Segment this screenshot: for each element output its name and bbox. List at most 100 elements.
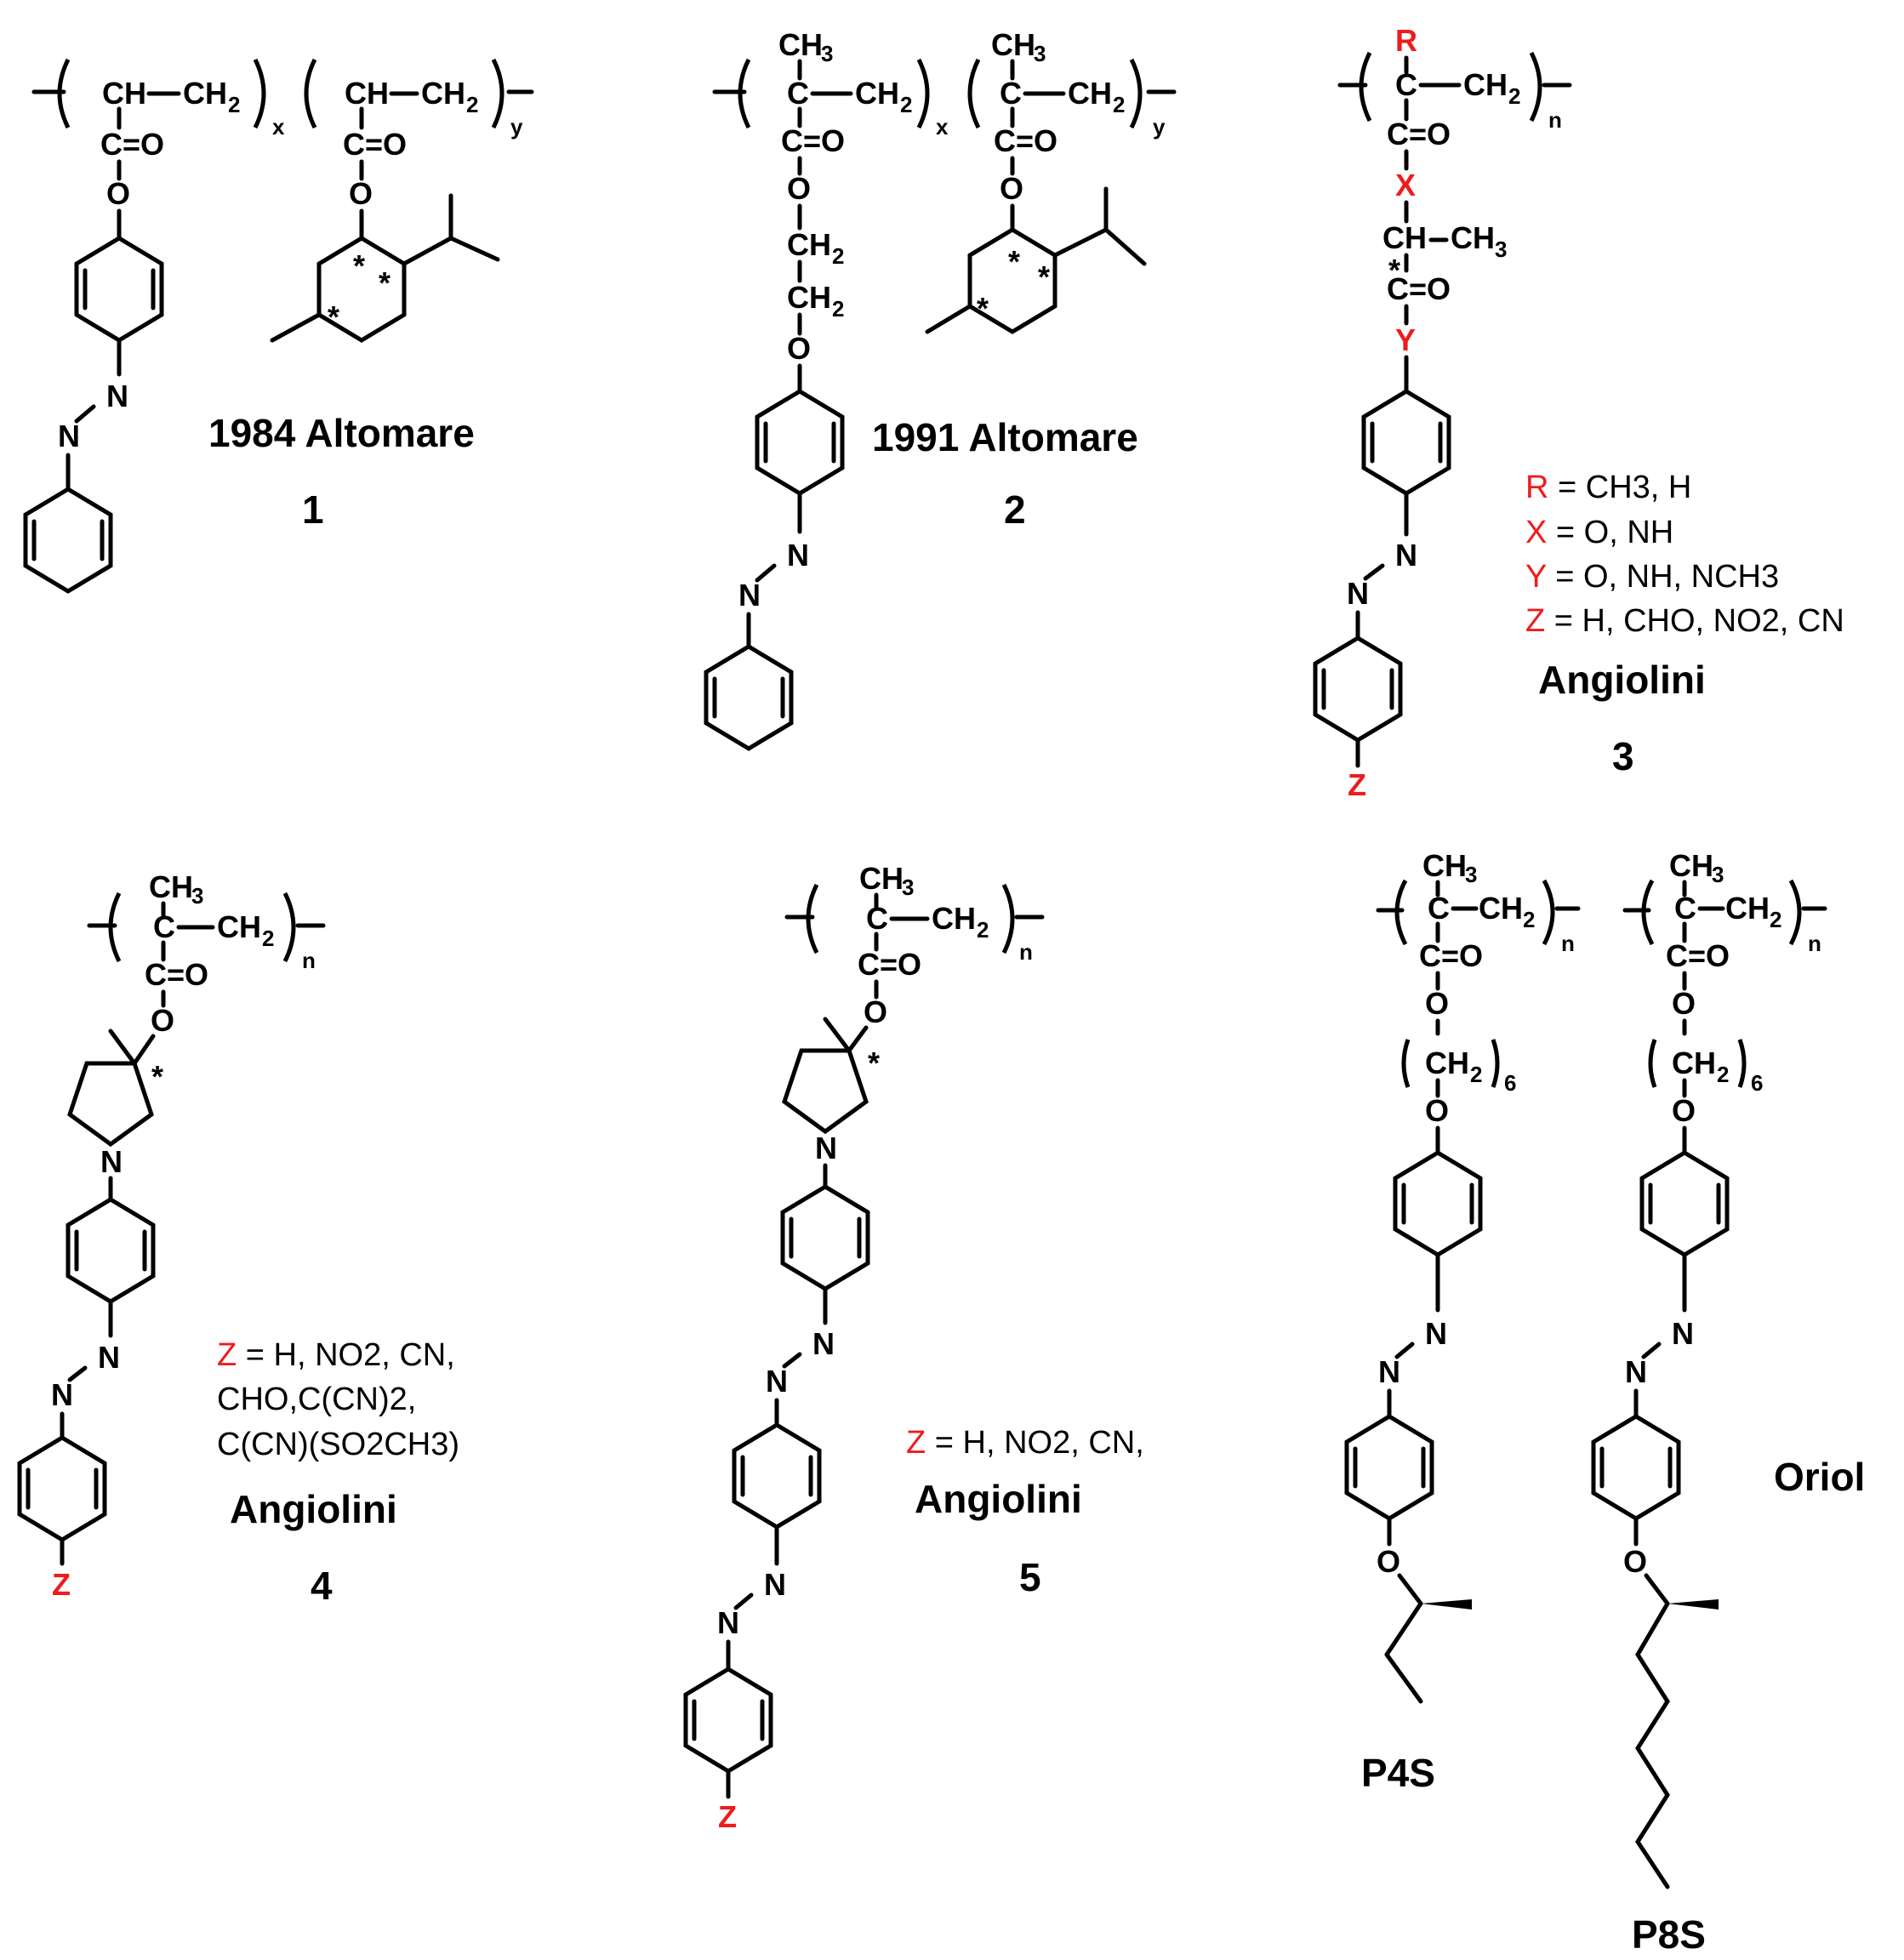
legend-4: Z = H, NO2, CN, CHO,C(CN)2, C(CN)(SO2CH3… <box>217 1337 459 1462</box>
atom-carbonyl: C=O <box>343 127 407 162</box>
atom-n: N <box>1425 1316 1447 1351</box>
stereocenter-mark: * <box>151 1059 163 1094</box>
subscript: 2 <box>832 243 844 269</box>
atom-o: O <box>787 171 811 206</box>
benzene-ring <box>74 236 164 343</box>
legend-line-2: CHO,C(CN)2, <box>217 1382 416 1417</box>
compound-number-2: 2 <box>1004 487 1026 532</box>
legend-symbol-r: R <box>1525 470 1548 505</box>
subscript: 2 <box>1113 92 1125 117</box>
benzene-ring <box>732 1422 822 1530</box>
subscript: 2 <box>977 917 989 943</box>
caption-5: Angiolini <box>915 1477 1082 1521</box>
atom-ch3: CH <box>991 27 1035 62</box>
subscript: 2 <box>900 92 912 117</box>
atom-ch2: CH <box>787 280 831 315</box>
atom-ch: CH <box>102 76 146 111</box>
index-x: x <box>936 114 949 140</box>
stereocenter-mark: * <box>1388 253 1400 288</box>
benzene-ring <box>1344 1414 1434 1521</box>
benzene-ring <box>17 1435 107 1542</box>
structure-4: CH 3 C CH 2 n C=O O * N N N Z Z = H, NO <box>17 869 459 1608</box>
atom-x: X <box>1395 168 1416 202</box>
compound-number-5: 5 <box>1019 1555 1041 1599</box>
atom-n: N <box>764 1567 786 1602</box>
atom-r: R <box>1395 23 1417 58</box>
benzene-ring <box>755 389 845 496</box>
index-n: n <box>1548 107 1562 133</box>
atom-n: N <box>812 1326 835 1361</box>
atom-carbonyl: C=O <box>1387 271 1451 306</box>
atom-n: N <box>51 1377 73 1412</box>
atom-z: Z <box>52 1567 71 1602</box>
atom-ch3: CH <box>859 861 904 896</box>
benzene-ring <box>1639 1150 1730 1257</box>
atom-o: O <box>1000 171 1023 206</box>
wedge-bond <box>1667 1599 1719 1610</box>
subscript: 2 <box>228 92 240 117</box>
atom-ch2: CH <box>1725 891 1770 926</box>
subscript: 2 <box>1470 1062 1482 1087</box>
stereocenter-mark: * <box>977 291 989 326</box>
legend-5: Z = H, NO2, CN, <box>906 1425 1144 1461</box>
index-y: y <box>1153 114 1166 140</box>
index-y: y <box>510 114 523 140</box>
svg-text:Z = H, CHO, NO2, CN: Z = H, CHO, NO2, CN <box>1525 603 1844 639</box>
polymer-name-p8s: P8S <box>1632 1912 1706 1957</box>
stereocenter-mark: * <box>1038 259 1050 294</box>
subscript: 3 <box>1034 41 1046 66</box>
atom-ch3: CH <box>1669 848 1713 883</box>
atom-n: N <box>738 578 761 612</box>
pyrrolidine-ring <box>782 1048 869 1135</box>
stereocenter-mark: * <box>353 248 365 283</box>
index-6: 6 <box>1751 1070 1763 1096</box>
index-n: n <box>302 948 316 973</box>
stereocenter-mark: * <box>379 265 390 300</box>
atom-carbonyl: C=O <box>858 947 921 982</box>
structure-5: CH 3 C CH 2 n C=O O * N N N N N <box>683 861 1144 1834</box>
atom-n: N <box>815 1131 837 1165</box>
benzene-ring <box>780 1184 870 1291</box>
legend-line-1: = H, NO2, CN, <box>926 1425 1144 1461</box>
subscript: 2 <box>1717 1062 1729 1087</box>
wedge-bond <box>1421 1599 1472 1610</box>
subscript: 2 <box>1770 907 1781 932</box>
atom-carbonyl: C=O <box>781 123 845 158</box>
subscript: 3 <box>1712 862 1724 887</box>
compound-number-1: 1 <box>302 487 324 532</box>
legend-text-r: = CH3, H <box>1548 470 1691 505</box>
atom-o: O <box>1425 1093 1449 1128</box>
benzene-ring <box>66 1197 156 1304</box>
atom-o: O <box>1672 986 1696 1021</box>
subscript: 3 <box>821 41 833 66</box>
benzene-ring <box>1591 1414 1681 1521</box>
atom-ch2: CH <box>1463 67 1508 102</box>
atom-n: N <box>1378 1354 1400 1389</box>
atom-carbonyl: C=O <box>1387 117 1451 151</box>
legend-line-3: C(CN)(SO2CH3) <box>217 1427 459 1462</box>
atom-n: N <box>787 538 809 573</box>
atom-ch3: CH <box>1451 220 1495 255</box>
caption-3: Angiolini <box>1538 658 1706 702</box>
atom-o: O <box>787 331 811 366</box>
svg-text:X = O, NH: X = O, NH <box>1525 515 1673 550</box>
atom-n: N <box>766 1364 788 1399</box>
subscript: 2 <box>262 926 274 951</box>
legend-symbol-x: X <box>1525 515 1547 550</box>
atom-ch2: CH <box>217 909 261 944</box>
atom-ch2: CH <box>1479 891 1523 926</box>
stereocenter-mark: * <box>1008 244 1020 279</box>
legend-symbol-z: Z <box>1525 603 1545 639</box>
index-n: n <box>1808 931 1821 956</box>
index-n: n <box>1561 931 1575 956</box>
legend-line-1: = H, NO2, CN, <box>237 1337 455 1373</box>
subscript: 2 <box>1523 907 1535 932</box>
subscript: 2 <box>1508 83 1520 109</box>
structure-3: R C CH 2 n C=O X CH CH 3 * C=O Y N N <box>1313 23 1844 802</box>
atom-c: C <box>866 901 888 936</box>
atom-y: Y <box>1395 322 1416 357</box>
subscript: 3 <box>1465 862 1477 887</box>
svg-text:Z = H, NO2, CN,: Z = H, NO2, CN, <box>217 1337 455 1373</box>
atom-ch: CH <box>1382 220 1427 255</box>
atom-o: O <box>1425 986 1449 1021</box>
